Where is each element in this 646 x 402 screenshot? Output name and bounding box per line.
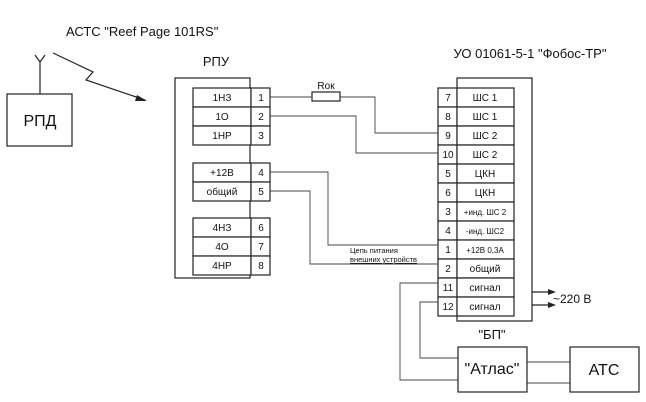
mains-input: ~220 В	[532, 289, 591, 308]
ats-box	[569, 346, 640, 393]
terminal-name: сигнал	[469, 302, 500, 313]
panel-terminal: 8 ШС 1	[437, 106, 515, 127]
wire-signal11-atlas	[399, 282, 458, 381]
receiver-title: РПУ	[203, 54, 230, 69]
terminal-pin: 7	[258, 242, 264, 253]
wire-rpu2-shs2-10	[270, 115, 438, 154]
panel-terminal: 3 +инд. ШС 2	[437, 201, 515, 222]
panel-terminal: 7 ШС 1	[437, 87, 515, 108]
terminal-name: 4НР	[212, 261, 232, 272]
terminal-name: 4НЗ	[213, 223, 232, 234]
terminal-pin: 2	[445, 264, 451, 275]
panel-title: УО 01061-5-1 "Фобос-ТР"	[454, 46, 607, 61]
panel-terminal: 5 ЦКН	[437, 163, 515, 184]
terminal-pin: 10	[442, 150, 454, 161]
panel-terminal: 2 общий	[437, 258, 515, 279]
wire-rpu4-12v	[270, 171, 438, 246]
receiver-block: РПУ 1НЗ 1 1О 2 1НР 3 +12В 4 общий 5 4НЗ 6 4О 7 4НР 8	[174, 54, 271, 279]
terminal-pin: 8	[445, 112, 451, 123]
system-title: АСТС "Reef Page 101RS"	[66, 24, 219, 39]
terminal-name: 1НР	[212, 131, 232, 142]
terminal-name: 1О	[215, 112, 229, 123]
terminal-name: ШС 2	[473, 150, 498, 161]
ats-label: АТС	[589, 362, 620, 379]
terminal-name: ШС 1	[473, 112, 498, 123]
ats-block: АТС	[569, 346, 640, 393]
wire-signal12-atlas	[419, 301, 458, 359]
terminal-pin: 5	[445, 169, 451, 180]
terminal-name: +инд. ШС 2	[464, 208, 507, 217]
terminal-pin: 1	[258, 93, 264, 104]
resistor-label: Rок	[317, 81, 335, 92]
antenna-icon	[34, 54, 46, 94]
terminal-name: 1НЗ	[213, 93, 232, 104]
panel-terminal: 1 +12В 0,3А	[437, 239, 515, 260]
terminal-pin: 5	[258, 187, 264, 198]
transmitter-label: РПД	[23, 113, 56, 130]
terminal-pin: 3	[445, 207, 451, 218]
receiver-terminal: общий 5	[192, 181, 271, 202]
terminal-name: общий	[470, 263, 501, 275]
power-note-line1: Цепь питания	[350, 246, 398, 255]
terminal-pin: 3	[258, 131, 264, 142]
terminal-name: общий	[207, 186, 238, 198]
receiver-terminal: 1НЗ 1	[192, 87, 271, 108]
wire-rpu5-common	[270, 190, 438, 265]
resistor-rok: Rок	[311, 81, 341, 102]
terminal-pin: 1	[445, 245, 451, 256]
terminal-pin: 7	[445, 93, 451, 104]
lightning-arrow-icon	[52, 52, 147, 101]
mains-label: ~220 В	[553, 292, 591, 306]
receiver-terminal: +12В 4	[192, 162, 271, 183]
arrow-right-icon	[548, 302, 556, 308]
psu-label: "Атлас"	[465, 361, 520, 378]
resistor-body	[311, 91, 341, 102]
panel-terminal: 9 ШС 2	[437, 125, 515, 146]
terminal-pin: 2	[258, 112, 264, 123]
receiver-terminal: 4НЗ 6	[192, 217, 271, 238]
terminal-name: ЦКН	[475, 188, 495, 199]
panel-terminal: 6 ЦКН	[437, 182, 515, 203]
transmitter-block: РПД	[6, 54, 73, 147]
terminal-pin: 11	[443, 283, 454, 294]
terminal-pin: 8	[258, 261, 264, 272]
psu-block: "БП" "Атлас"	[457, 327, 528, 393]
panel-terminal: 11 сигнал	[437, 277, 515, 298]
psu-caption: "БП"	[478, 327, 505, 342]
terminal-name: сигнал	[469, 283, 500, 294]
terminal-name: ШС 1	[473, 93, 498, 104]
wire-resistor-shs2-9	[340, 96, 438, 134]
wires	[270, 96, 570, 384]
terminal-name: ШС 2	[473, 131, 498, 142]
panel-terminal: 10 ШС 2	[437, 144, 515, 165]
terminal-name: +12В	[210, 168, 234, 179]
power-note-line2: внешних устройств	[350, 255, 417, 264]
terminal-pin: 4	[445, 226, 451, 237]
psu-box	[457, 346, 528, 393]
receiver-terminal: 4НР 8	[192, 255, 271, 276]
panel-terminal: 4 -инд. ШС2	[437, 220, 515, 241]
terminal-name: -инд. ШС2	[466, 227, 505, 236]
arrow-right-icon	[548, 289, 556, 295]
receiver-terminal: 1О 2	[192, 106, 271, 127]
terminal-name: ЦКН	[475, 169, 495, 180]
receiver-terminal: 4О 7	[192, 236, 271, 257]
terminal-name: 4О	[215, 242, 229, 253]
terminal-pin: 6	[258, 223, 264, 234]
terminal-pin: 4	[258, 168, 264, 179]
terminal-pin: 6	[445, 188, 451, 199]
terminal-pin: 12	[442, 302, 454, 313]
panel-terminal: 12 сигнал	[437, 296, 515, 317]
terminal-name: +12В 0,3А	[466, 246, 504, 255]
terminal-pin: 9	[445, 131, 451, 142]
receiver-terminal: 1НР 3	[192, 125, 271, 146]
